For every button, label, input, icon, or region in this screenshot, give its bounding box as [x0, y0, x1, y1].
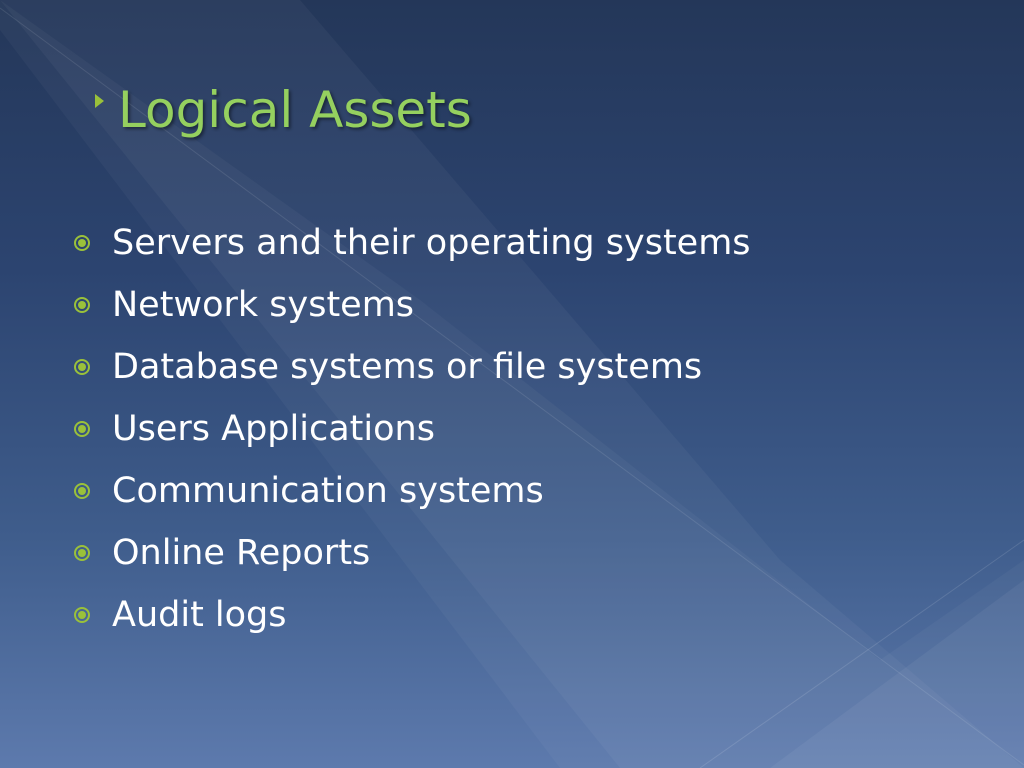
- triangle-right-icon: [95, 94, 104, 108]
- circled-dot-icon: [74, 359, 90, 375]
- circled-dot-icon: [74, 235, 90, 251]
- list-item: Communication systems: [74, 460, 751, 522]
- bullet-text: Network systems: [112, 285, 415, 325]
- circled-dot-icon: [74, 421, 90, 437]
- list-item: Users Applications: [74, 398, 751, 460]
- circled-dot-icon: [74, 545, 90, 561]
- bullet-text: Communication systems: [112, 471, 544, 511]
- bullet-text: Online Reports: [112, 533, 371, 573]
- circled-dot-icon: [74, 297, 90, 313]
- slide-title: Logical Assets: [118, 81, 472, 139]
- list-item: Online Reports: [74, 522, 751, 584]
- bullet-list: Servers and their operating systems Netw…: [74, 212, 751, 646]
- bullet-text: Users Applications: [112, 409, 435, 449]
- circled-dot-icon: [74, 483, 90, 499]
- list-item: Servers and their operating systems: [74, 212, 751, 274]
- bullet-text: Servers and their operating systems: [112, 223, 751, 263]
- bullet-text: Audit logs: [112, 595, 287, 635]
- list-item: Database systems or file systems: [74, 336, 751, 398]
- circled-dot-icon: [74, 607, 90, 623]
- list-item: Network systems: [74, 274, 751, 336]
- bullet-text: Database systems or file systems: [112, 347, 703, 387]
- list-item: Audit logs: [74, 584, 751, 646]
